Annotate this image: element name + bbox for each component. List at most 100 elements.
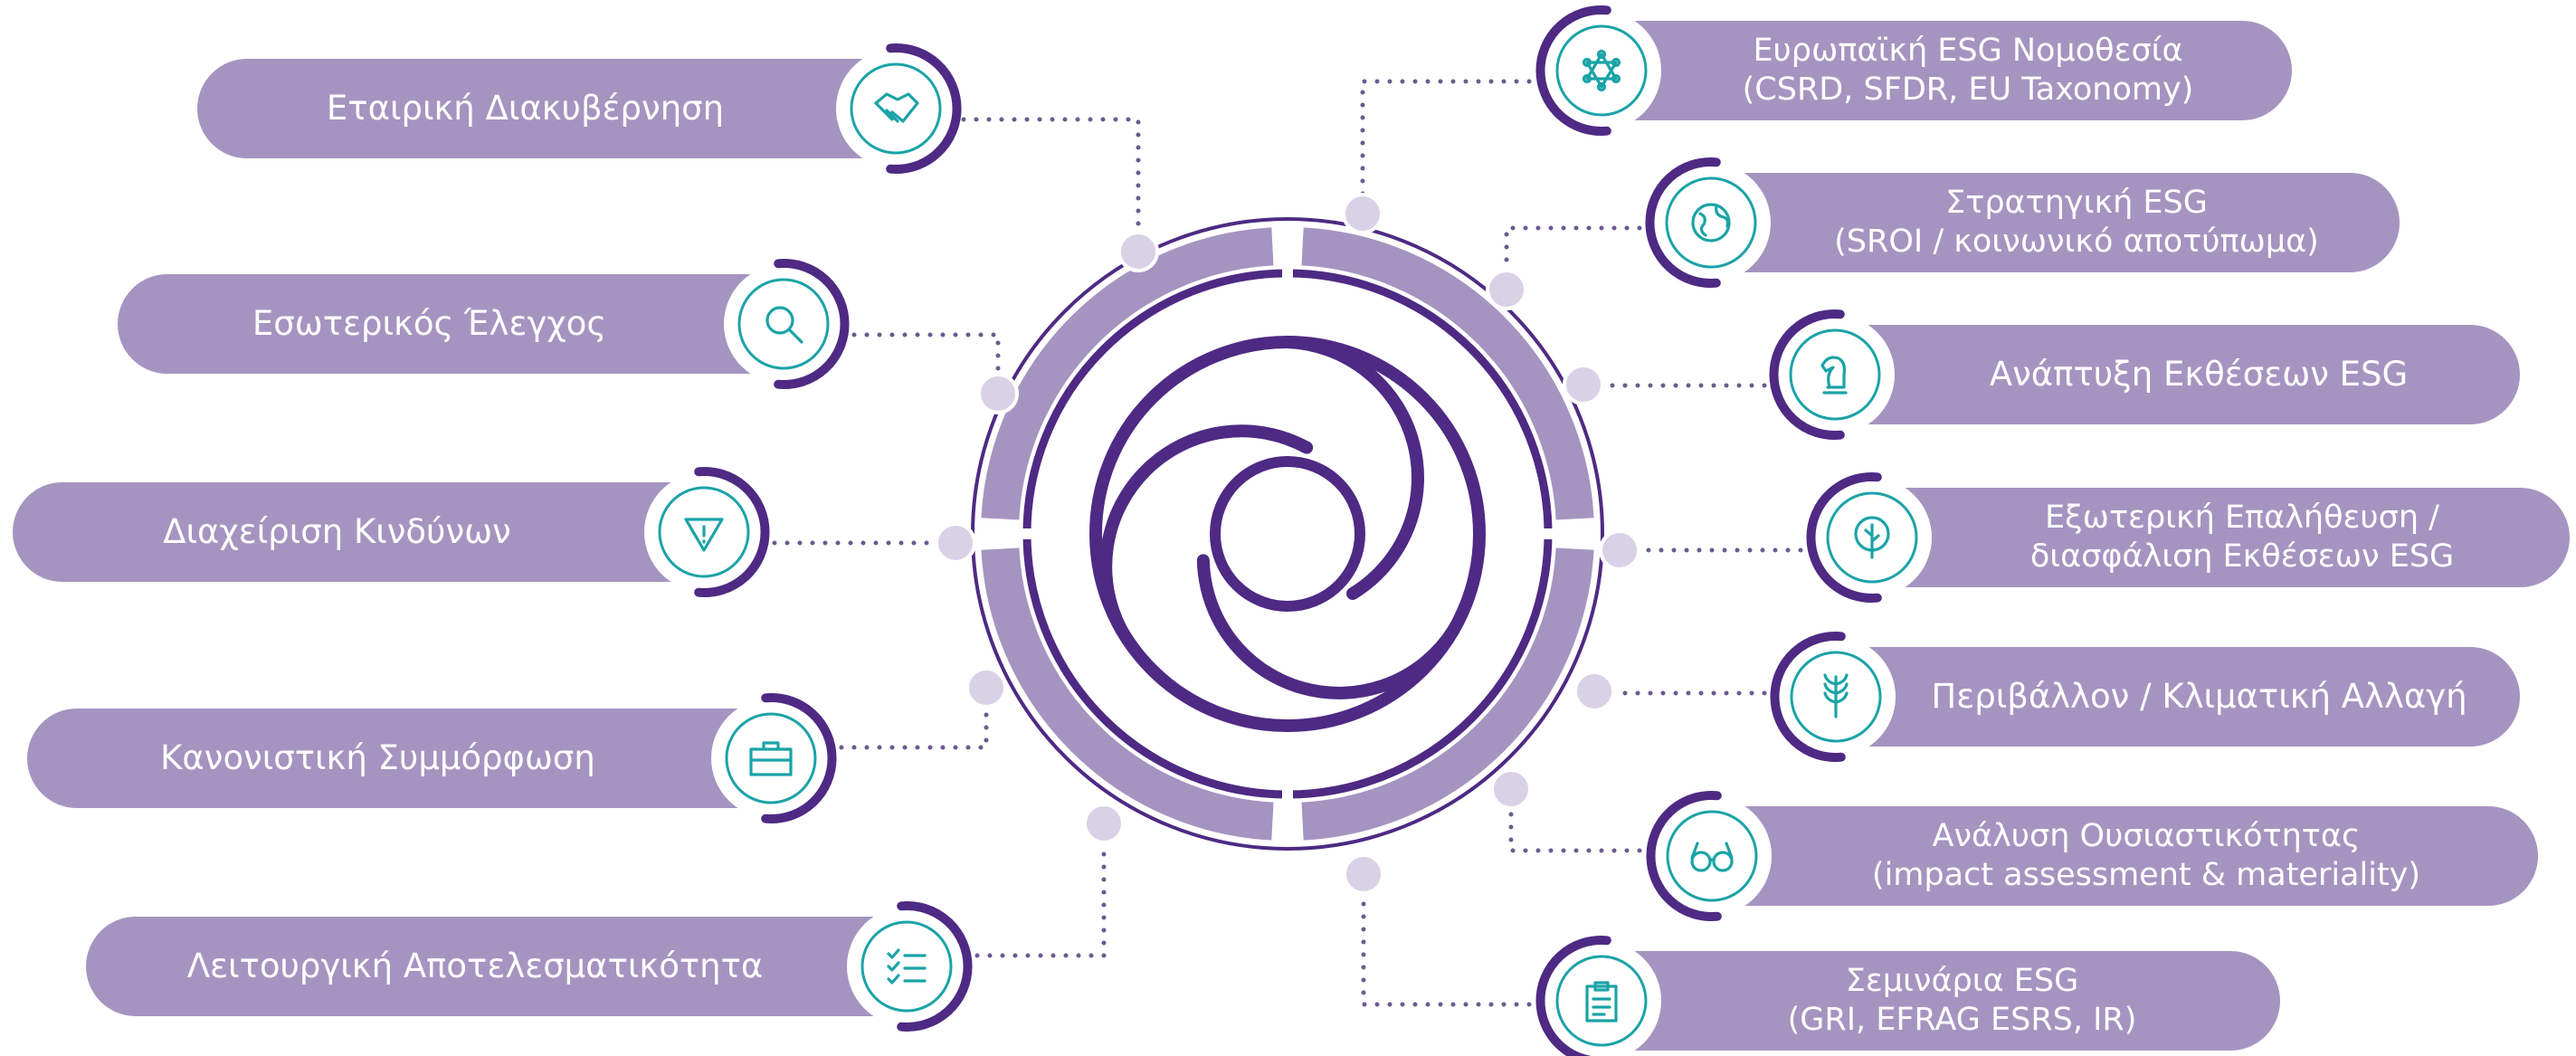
left-icon-ring-3 [725,712,817,804]
right-icon-accent-arc-6 [1535,936,1611,1056]
right-service-label-line-3-1: διασφάλιση Εκθέσεων ESG [2029,538,2455,575]
left-icon-accent-arc-0 [886,43,962,174]
right-service-label-line-3-0: Εξωτερική Επαλήθευση / [2045,499,2439,536]
right-service-0 [1535,5,2292,136]
right-service-label-line-1-1: (SROI / κοινωνικό αποτύπωμα) [1834,224,2319,260]
hub-band-segment-1 [1301,547,1594,841]
left-service-label-2: Διαχείριση Κινδύνων [40,482,634,582]
left-node-1 [977,373,1019,414]
left-service-2 [13,467,770,597]
right-service-pill-4 [1800,647,2520,747]
right-node-6 [1343,853,1384,895]
chess-knight-icon [1820,356,1848,395]
right-service-2 [1769,309,2520,440]
right-service-label-line-6-0: Σεμινάρια ESG [1845,962,2079,999]
right-service-label-4: Περιβάλλον / Κλιματική Αλλαγή [1906,647,2493,747]
globe-icon [1691,203,1731,243]
right-service-label-3: Εξωτερική Επαλήθευση /διασφάλιση Εκθέσεω… [1942,488,2543,587]
hub-band-segment-3 [981,227,1274,520]
right-service-pill-0 [1565,21,2292,120]
swirl-logo [1089,336,1486,732]
left-node-0 [1117,231,1159,272]
right-service-label-line-0-1: (CSRD, SFDR, EU Taxonomy) [1742,71,2194,108]
right-service-pill-3 [1836,488,2570,587]
left-service-label-line-2-0: Διαχείριση Κινδύνων [163,512,511,552]
swirl-logo-core [1210,456,1365,612]
clipboard-icon [1585,981,1618,1023]
left-service-label-4: Λειτουργική Αποτελεσματικότητα [113,917,837,1016]
left-service-label-line-3-0: Κανονιστική Συμμόρφωση [160,738,595,778]
central-hub [935,193,1640,895]
right-service-4 [1770,632,2520,762]
left-connector-1 [851,332,1001,396]
left-service-label-3: Κανονιστική Συμμόρφωση [54,709,701,808]
right-node-1 [1486,269,1527,310]
swirl-logo-arc-1 [1196,554,1460,699]
right-service-label-line-5-1: (impact assessment & materiality) [1871,857,2421,893]
right-service-label-line-4-0: Περιβάλλον / Κλιματική Αλλαγή [1931,677,2467,717]
right-service-label-line-1-0: Στρατηγική ESG [1945,184,2208,221]
handshake-icon [874,92,919,123]
left-service-pill-0 [197,59,932,158]
right-connector-0 [1360,79,1532,216]
left-icon-ring-4 [860,920,953,1013]
right-icon-accent-arc-0 [1535,5,1611,136]
right-service-label-0: Ευρωπαϊκή ESG Νομοθεσία(CSRD, SFDR, EU T… [1671,21,2265,120]
left-icon-ring-0 [850,62,942,155]
magnifier-icon [765,306,803,344]
right-service-label-2: Ανάπτυξη Εκθέσεων ESG [1905,325,2493,424]
left-service-pill-1 [118,274,820,374]
left-node-2 [935,522,976,564]
connector-lines [772,79,1803,1007]
left-service-label-1: Εσωτερικός Έλεγχος [145,274,714,374]
right-node-4 [1573,671,1615,712]
tree-icon [1854,516,1890,559]
right-icon-ring-0 [1555,24,1648,117]
right-service-label-5: Ανάλυση Ουσιαστικότητας(impact assessmen… [1782,806,2511,906]
right-connector-6 [1361,871,1532,1007]
wheat-icon [1823,673,1849,718]
left-icon-accent-arc-4 [897,901,973,1032]
left-icon-accent-arc-3 [761,693,837,823]
right-icon-ring-5 [1666,810,1758,902]
left-service-4 [86,901,973,1032]
right-service-label-line-0-0: Ευρωπαϊκή ESG Νομοθεσία [1753,32,2183,69]
right-service-pill-2 [1799,325,2520,424]
left-service-pill-4 [86,917,943,1016]
right-service-label-line-2-0: Ανάπτυξη Εκθέσεων ESG [1989,355,2409,395]
left-service-3 [27,693,837,823]
right-connector-5 [1508,786,1642,853]
right-node-2 [1563,364,1604,405]
right-service-1 [1645,157,2400,288]
right-connector-1 [1504,225,1642,292]
right-node-3 [1599,529,1640,571]
left-connector-3 [839,685,989,750]
right-icon-ring-1 [1665,176,1757,269]
right-node-0 [1342,193,1383,234]
right-service-label-6: Σεμινάρια ESG(GRI, EFRAG ESRS, IR) [1671,951,2253,1051]
left-service-pill-3 [27,709,807,808]
left-icon-accent-arc-1 [774,259,850,389]
right-service-pill-5 [1676,806,2538,906]
right-service-5 [1646,791,2538,921]
checklist-icon [887,948,927,985]
hub-band-segment-2 [981,547,1274,841]
left-icon-ring-1 [737,278,830,370]
left-service-label-0: Εταιρική Διακυβέρνηση [224,59,826,158]
right-service-label-line-5-0: Ανάλυση Ουσιαστικότητας [1932,817,2361,854]
service-pills [13,5,2570,1056]
left-node-3 [965,667,1007,709]
left-icon-accent-arc-2 [694,467,770,597]
hub-band-segment-0 [1301,227,1594,520]
right-icon-accent-arc-5 [1646,791,1722,921]
right-icon-ring-2 [1789,328,1881,421]
right-icon-accent-arc-1 [1645,157,1721,288]
right-node-5 [1490,768,1532,810]
left-node-4 [1083,803,1125,844]
right-service-3 [1806,472,2570,603]
left-service-1 [118,259,850,389]
swirl-logo-arc-2 [1099,424,1314,636]
network-icon [1582,49,1621,92]
